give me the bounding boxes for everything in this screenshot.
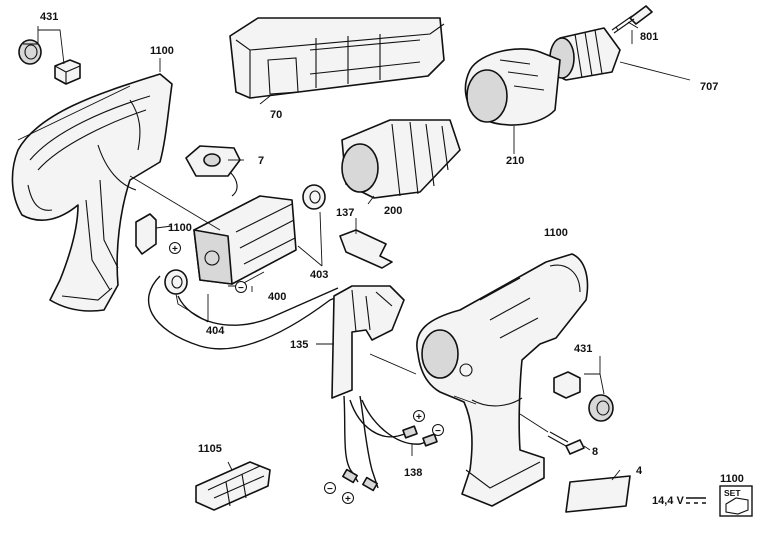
polarity-symbols: + − + − − + (169, 242, 444, 505)
label-138: 138 (404, 467, 422, 479)
set-icon (719, 485, 753, 517)
part-4-label (565, 475, 631, 513)
label-8: 8 (592, 446, 598, 458)
part-1100-housing-left (11, 73, 173, 312)
part-404-ring (164, 269, 188, 295)
label-4: 4 (636, 465, 643, 477)
part-200-gearbox (341, 119, 461, 199)
label-404: 404 (206, 325, 225, 337)
label-707: 707 (700, 81, 718, 93)
part-labels: 431 1100 70 801 707 7 210 200 137 1100 1… (40, 11, 744, 507)
dc-symbol (686, 497, 706, 504)
part-1105-cover (195, 461, 271, 511)
motor-wire-loop-inner (177, 287, 339, 326)
voltage-label: 14,4 V (652, 495, 684, 507)
plus-symbol: + (172, 244, 178, 255)
part-70-case (229, 17, 445, 99)
part-138-harness (342, 395, 438, 492)
minus-symbol: − (238, 283, 244, 294)
part-210-collar (464, 48, 561, 126)
part-431-cap (18, 39, 42, 65)
part-1100-clip (135, 213, 157, 255)
plus-symbol: + (345, 494, 351, 505)
part-8-screw (547, 431, 585, 455)
plus-symbol: + (416, 412, 422, 423)
leader-lines (17, 21, 691, 481)
label-1105: 1105 (198, 443, 222, 455)
label-400: 400 (268, 291, 286, 303)
label-70: 70 (270, 109, 282, 121)
part-431-cap-right (588, 394, 614, 422)
label-431: 431 (40, 11, 58, 23)
part-431-plug (54, 59, 81, 85)
label-801: 801 (640, 31, 658, 43)
label-403: 403 (310, 269, 328, 281)
part-7-switch (185, 145, 241, 197)
label-1100: 1100 (150, 45, 174, 57)
label-137: 137 (336, 207, 354, 219)
part-135-switch (331, 285, 405, 399)
part-431-plug-right (553, 371, 581, 399)
set-label: SET (724, 488, 741, 498)
part-washer (302, 184, 326, 210)
label-1100-set: 1100 (720, 473, 744, 485)
part-1100-housing-right (416, 253, 589, 507)
part-137-slider (339, 229, 393, 269)
label-7: 7 (258, 155, 264, 167)
part-707-chuck (549, 27, 621, 81)
motor-wire-loop (148, 275, 351, 350)
part-801-screw (611, 5, 653, 34)
label-200: 200 (384, 205, 402, 217)
label-135: 135 (290, 339, 308, 351)
minus-symbol: − (327, 484, 333, 495)
label-210: 210 (506, 155, 524, 167)
minus-symbol: − (435, 426, 441, 437)
label-431-right: 431 (574, 343, 592, 355)
label-1100-clip: 1100 (168, 222, 192, 234)
label-1100-housing: 1100 (544, 227, 568, 239)
part-400-motor (193, 195, 297, 285)
